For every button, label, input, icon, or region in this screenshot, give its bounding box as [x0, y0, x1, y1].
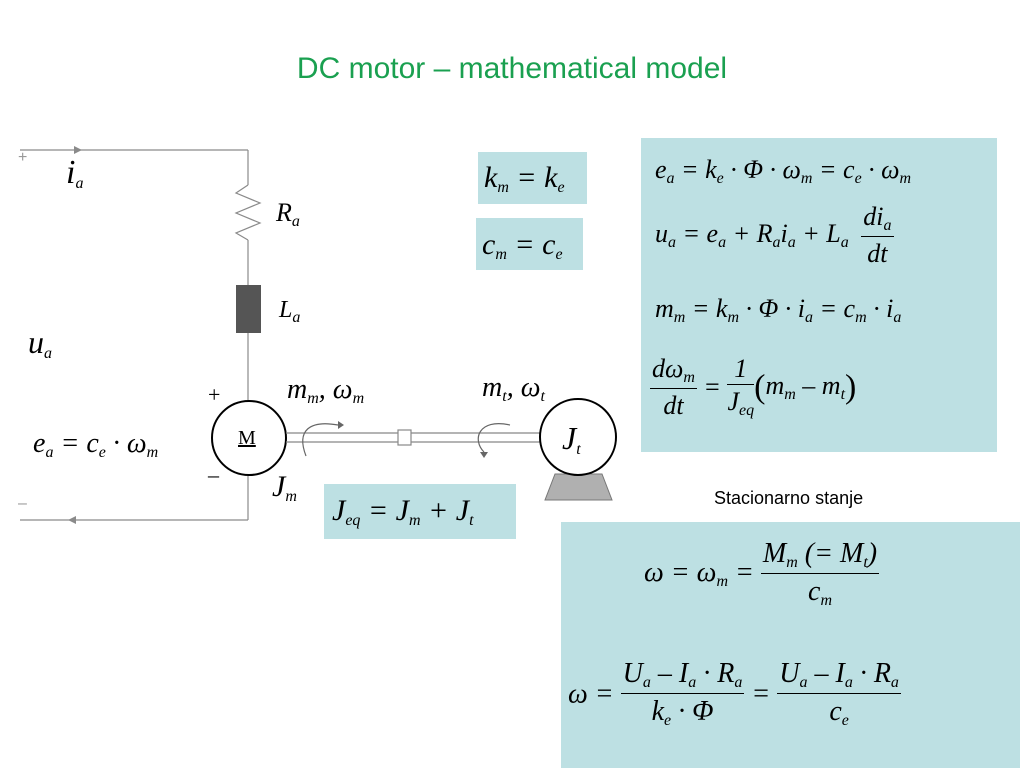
motor-inertia-label: Jm — [272, 470, 297, 505]
emf-equation: ea = ce · ωm — [33, 428, 159, 461]
current-label: ia — [66, 154, 84, 192]
minus-terminal: – — [18, 495, 27, 512]
stationary-equations-box — [561, 522, 1020, 768]
model-equations-box — [641, 138, 997, 452]
cm-ce-equation: cm = ce — [482, 228, 563, 263]
resistor-label: Ra — [276, 198, 300, 230]
load-inertia-label: Jt — [562, 420, 581, 458]
motor-circle — [211, 400, 287, 476]
motor-minus: – — [208, 462, 219, 487]
jeq-equation: Jeq = Jm + Jt — [332, 494, 474, 529]
torque-model-equation: mm = km · Φ · ia = cm · ia — [655, 294, 902, 326]
km-ke-box — [478, 152, 587, 204]
load-support — [544, 473, 613, 501]
cm-ce-box — [476, 218, 583, 270]
motor-label: M — [238, 427, 256, 449]
stationary-speed-equation: ω = ωm = Mm (= Mt)cm — [644, 538, 880, 609]
jeq-box — [324, 484, 516, 539]
voltage-label: ua — [28, 324, 52, 362]
motor-torque-arrow — [302, 423, 339, 457]
motor-torque-speed-label: mm, ωm — [287, 374, 365, 407]
page-title: DC motor – mathematical model — [296, 52, 728, 85]
stationary-state-label: Stacionarno stanje — [714, 488, 864, 508]
km-ke-equation: km = ke — [484, 161, 565, 196]
load-torque-arrow — [477, 423, 511, 453]
emf-model-equation: ea = ke · Φ · ωm = ce · ωm — [655, 155, 912, 187]
inductor-symbol — [236, 285, 261, 333]
load-circle — [539, 398, 617, 476]
resistor-symbol — [234, 184, 262, 241]
coupling — [397, 429, 412, 446]
plus-terminal: + — [18, 149, 28, 166]
load-torque-speed-label: mt, ωt — [482, 372, 545, 405]
inductor-label: La — [279, 297, 301, 326]
motor-plus: + — [208, 382, 221, 407]
